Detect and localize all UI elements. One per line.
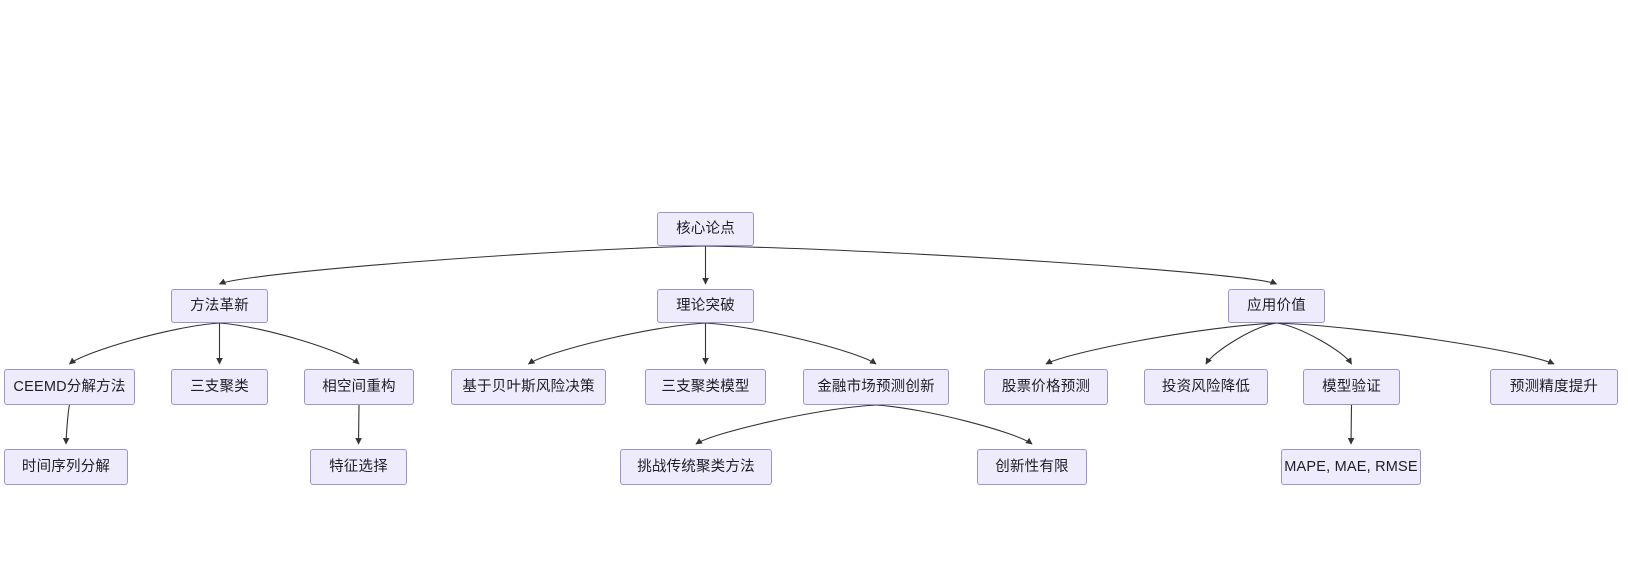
node-label: 投资风险降低: [1161, 378, 1251, 395]
node-l2a[interactable]: CEEMD分解方法: [4, 369, 135, 405]
node-l3c[interactable]: 挑战传统聚类方法: [620, 449, 772, 485]
node-label: 方法革新: [190, 297, 249, 314]
node-label: 三支聚类模型: [661, 378, 750, 395]
node-label: 相空间重构: [322, 378, 396, 395]
node-label: CEEMD分解方法: [13, 378, 126, 395]
node-label: 创新性有限: [995, 458, 1069, 475]
node-l2e[interactable]: 三支聚类模型: [645, 369, 766, 405]
node-label: 股票价格预测: [1001, 378, 1091, 395]
edge-l1c-to-l2g: [1045, 322, 1277, 365]
node-label: 三支聚类: [190, 378, 249, 395]
edge-l2c-to-l3b: [355, 404, 362, 445]
node-label: MAPE, MAE, RMSE: [1284, 458, 1418, 475]
node-label: 模型验证: [1322, 378, 1381, 395]
node-l2j[interactable]: 预测精度提升: [1490, 369, 1618, 405]
node-label: 时间序列分解: [21, 458, 111, 475]
edge-l1c-to-l2j: [1276, 322, 1555, 365]
edge-l2f-to-l3d: [875, 404, 1033, 445]
node-root[interactable]: 核心论点: [657, 212, 754, 246]
node-l2d[interactable]: 基于贝叶斯风险决策: [451, 369, 606, 405]
edge-l1c-to-l2i: [1276, 322, 1352, 365]
node-label: 核心论点: [676, 220, 735, 237]
node-l3b[interactable]: 特征选择: [310, 449, 407, 485]
node-l2f[interactable]: 金融市场预测创新: [803, 369, 949, 405]
edge-l2f-to-l3c: [695, 404, 877, 445]
edge-l1a-to-l2c: [219, 322, 360, 365]
node-l1c[interactable]: 应用价值: [1228, 289, 1325, 323]
node-l2i[interactable]: 模型验证: [1303, 369, 1400, 405]
node-label: 挑战传统聚类方法: [637, 458, 755, 475]
node-l2g[interactable]: 股票价格预测: [984, 369, 1108, 405]
edge-l2a-to-l3a: [62, 404, 71, 445]
node-label: 预测精度提升: [1509, 378, 1599, 395]
edge-root-to-l1a: [218, 245, 706, 285]
node-l1a[interactable]: 方法革新: [171, 289, 268, 323]
node-l2h[interactable]: 投资风险降低: [1144, 369, 1268, 405]
edge-l1a-to-l2a: [68, 322, 220, 365]
node-l1b[interactable]: 理论突破: [657, 289, 754, 323]
edge-l2i-to-l3e: [1347, 404, 1355, 445]
node-label: 基于贝叶斯风险决策: [462, 378, 595, 395]
node-l3a[interactable]: 时间序列分解: [4, 449, 128, 485]
node-l3d[interactable]: 创新性有限: [977, 449, 1087, 485]
node-label: 特征选择: [329, 458, 388, 475]
node-l2b[interactable]: 三支聚类: [171, 369, 268, 405]
node-label: 理论突破: [676, 297, 735, 314]
edge-l1b-to-l2d: [527, 322, 706, 365]
edge-root-to-l1c: [705, 245, 1278, 285]
node-l2c[interactable]: 相空间重构: [304, 369, 414, 405]
node-label: 金融市场预测创新: [817, 378, 935, 395]
edge-l1b-to-l2f: [705, 322, 877, 365]
edge-l1c-to-l2h: [1205, 322, 1277, 365]
node-l3e[interactable]: MAPE, MAE, RMSE: [1281, 449, 1421, 485]
node-label: 应用价值: [1247, 297, 1306, 314]
